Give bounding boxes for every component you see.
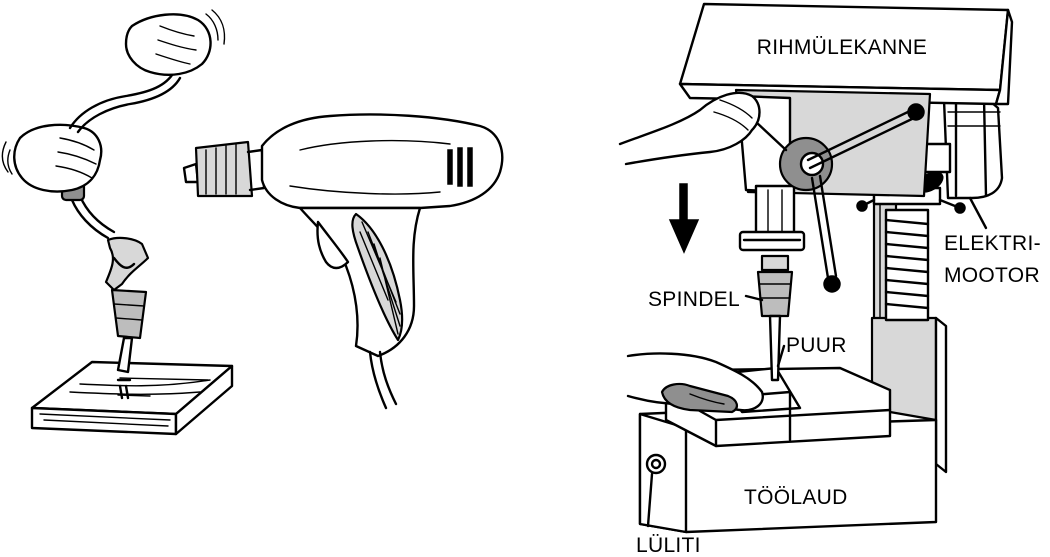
drill-bit-label: PUUR bbox=[786, 334, 847, 357]
spindle-label: SPINDEL bbox=[648, 288, 740, 311]
spindle-assembly bbox=[738, 230, 806, 382]
belt-cover-label: RIHMÜLEKANNE bbox=[757, 36, 927, 59]
spindle-leader bbox=[744, 294, 764, 302]
motor-label-line1: ELEKTRI- bbox=[944, 232, 1041, 255]
motor-label-line2: MOOTOR bbox=[944, 264, 1040, 287]
wooden-board bbox=[30, 360, 234, 436]
drill-press-icon bbox=[618, 2, 1014, 534]
feed-handles bbox=[754, 103, 925, 293]
motor-leader bbox=[968, 196, 988, 230]
upper-hand bbox=[618, 91, 761, 166]
hand-brace-icon bbox=[1, 9, 234, 436]
work-table-label: TÖÖLAUD bbox=[744, 486, 848, 509]
jack-screw bbox=[856, 186, 966, 322]
switch-leader bbox=[646, 472, 654, 528]
switch-label: LÜLITI bbox=[636, 534, 701, 557]
down-arrow-icon bbox=[668, 183, 700, 254]
electric-drill-icon bbox=[182, 113, 504, 410]
drill-bit-leader bbox=[776, 344, 786, 368]
lower-hand bbox=[626, 352, 764, 414]
